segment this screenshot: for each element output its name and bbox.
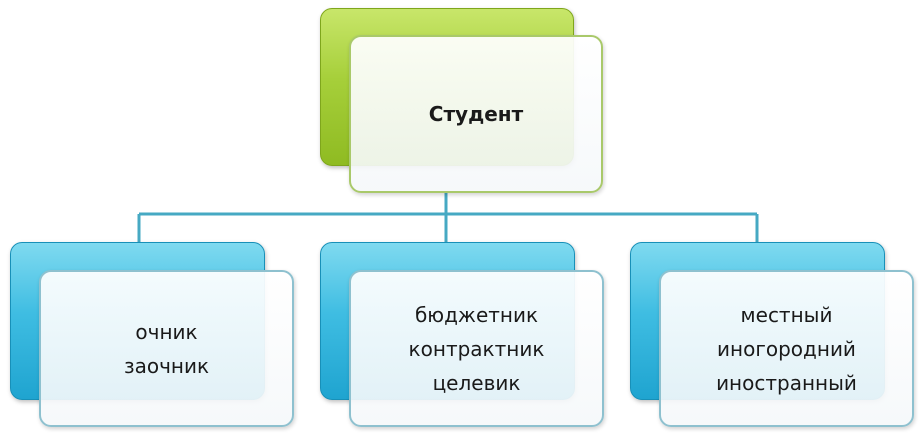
- child-3-item-2: иногородний: [717, 336, 856, 361]
- child-node-3: местный иногородний иностранный: [659, 270, 914, 427]
- root-node-label: Студент: [428, 102, 524, 126]
- child-node-1: очник заочник: [39, 270, 294, 427]
- child-2-item-3: целевик: [432, 370, 521, 395]
- root-node: Студент: [349, 35, 603, 193]
- child-2-item-1: бюджетник: [414, 302, 539, 327]
- child-3-item-1: местный: [740, 302, 833, 327]
- child-2-item-2: контрактник: [408, 336, 545, 361]
- child-node-2: бюджетник контрактник целевик: [349, 270, 604, 427]
- child-3-item-3: иностранный: [716, 370, 857, 395]
- child-1-item-2: заочник: [123, 353, 210, 378]
- child-1-item-1: очник: [135, 319, 198, 344]
